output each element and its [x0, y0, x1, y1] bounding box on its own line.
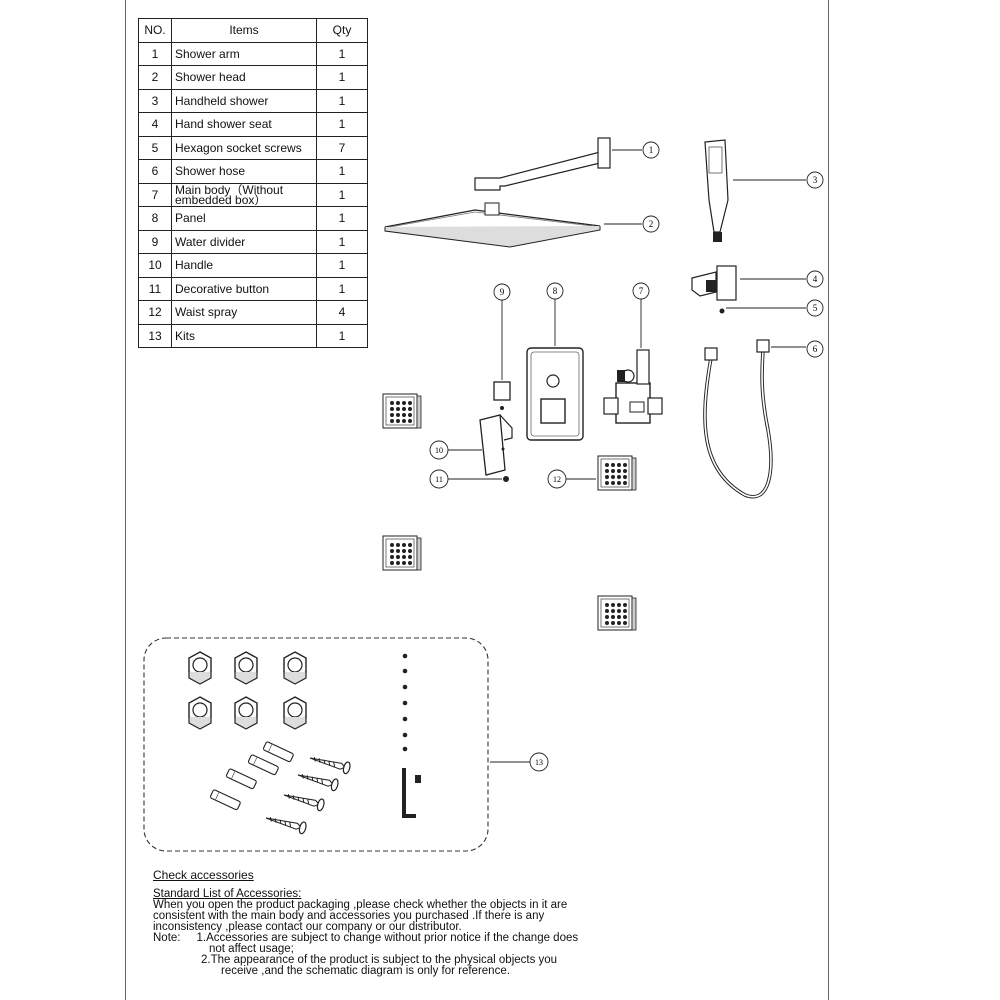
- shower-hose-icon: [703, 339, 773, 499]
- row-item: Waist spray: [171, 300, 317, 325]
- callout-3: 3: [813, 175, 818, 185]
- row-no: 8: [138, 206, 172, 231]
- wood-screw-icon: [263, 751, 352, 836]
- header-items: Items: [171, 18, 317, 43]
- callout-5: 5: [813, 303, 818, 313]
- row-no: 10: [138, 253, 172, 278]
- row-qty: 1: [316, 323, 368, 348]
- row-item: Shower arm: [171, 41, 317, 66]
- callout-13: 13: [535, 758, 543, 767]
- right-border-line: [828, 0, 829, 1000]
- waist-spray-icon: [597, 595, 637, 631]
- callout-4: 4: [813, 274, 818, 284]
- row-qty: 1: [316, 112, 368, 137]
- callout-markers: [429, 141, 824, 772]
- callout-7: 7: [639, 286, 644, 296]
- row-item: Shower hose: [171, 159, 317, 184]
- row-item: Decorative button: [171, 276, 317, 301]
- kits-box: [143, 637, 489, 852]
- waist-spray-icon: [382, 535, 422, 571]
- callout-6: 6: [813, 344, 818, 354]
- row-qty: 1: [316, 65, 368, 90]
- note-item: 1.Accessories are subject to change with…: [196, 932, 579, 944]
- callout-8: 8: [553, 286, 558, 296]
- row-qty: 1: [316, 276, 368, 301]
- note-item: 2.The appearance of the product is subje…: [201, 954, 558, 966]
- row-qty: 1: [316, 88, 368, 113]
- main-body-valve-icon: [603, 349, 663, 424]
- allen-key-icon: [402, 768, 421, 818]
- row-no: 12: [138, 300, 172, 325]
- hand-shower-seat-icon: [691, 265, 737, 301]
- callout-11: 11: [435, 475, 443, 484]
- handheld-shower-icon: [704, 139, 729, 242]
- callout-12: 12: [553, 475, 561, 484]
- panel-icon: [526, 347, 584, 441]
- water-divider-icon: [493, 381, 511, 410]
- callout-2: 2: [649, 219, 654, 229]
- row-no: 6: [138, 159, 172, 184]
- row-qty: 1: [316, 229, 368, 254]
- notes-line: consistent with the main body and access…: [153, 910, 545, 922]
- shower-head-icon: [384, 202, 601, 248]
- row-qty: 1: [316, 206, 368, 231]
- row-qty: 1: [316, 41, 368, 66]
- shower-arm-icon: [474, 137, 611, 191]
- hexagon-screw-icon: [719, 308, 725, 314]
- header-no: NO.: [138, 18, 172, 43]
- waist-spray-icon: [382, 393, 422, 429]
- handle-icon: [479, 414, 513, 476]
- fitting-plug-icon: [188, 651, 307, 730]
- note-item: receive ,and the schematic diagram is on…: [221, 965, 510, 977]
- left-border-line: [125, 0, 126, 1000]
- callout-9: 9: [500, 287, 505, 297]
- note-item: not affect usage;: [209, 943, 294, 955]
- row-no: 1: [138, 41, 172, 66]
- row-item: Handheld shower: [171, 88, 317, 113]
- row-no: 2: [138, 65, 172, 90]
- note-label: Note:: [153, 932, 181, 944]
- hex-screw-dots-icon: [402, 653, 408, 752]
- notes-line: Note: 1.Accessories are subject to chang…: [153, 932, 633, 944]
- row-no: 5: [138, 135, 172, 160]
- callout-1: 1: [649, 145, 654, 155]
- notes-subtitle: Standard List of Accessories:: [153, 888, 302, 900]
- callout-lines: [448, 149, 806, 763]
- notes-line: inconsistency ,please contact our compan…: [153, 921, 462, 933]
- row-qty: 1: [316, 159, 368, 184]
- notes-line: When you open the product packaging ,ple…: [153, 899, 568, 911]
- row-no: 3: [138, 88, 172, 113]
- row-item: Hexagon socket screws: [171, 135, 317, 160]
- notes-title: Check accessories: [153, 868, 254, 882]
- row-item: Water divider: [171, 229, 317, 254]
- waist-spray-icon: [597, 455, 637, 491]
- row-qty: 1: [316, 253, 368, 278]
- wall-anchor-icon: [209, 740, 295, 811]
- row-qty: 4: [316, 300, 368, 325]
- row-qty: 1: [316, 182, 368, 207]
- accessories-notes: Check accessories Standard List of Acces…: [153, 868, 633, 977]
- decorative-button-icon: [503, 476, 509, 482]
- row-item: Handle: [171, 253, 317, 278]
- callout-10: 10: [435, 446, 443, 455]
